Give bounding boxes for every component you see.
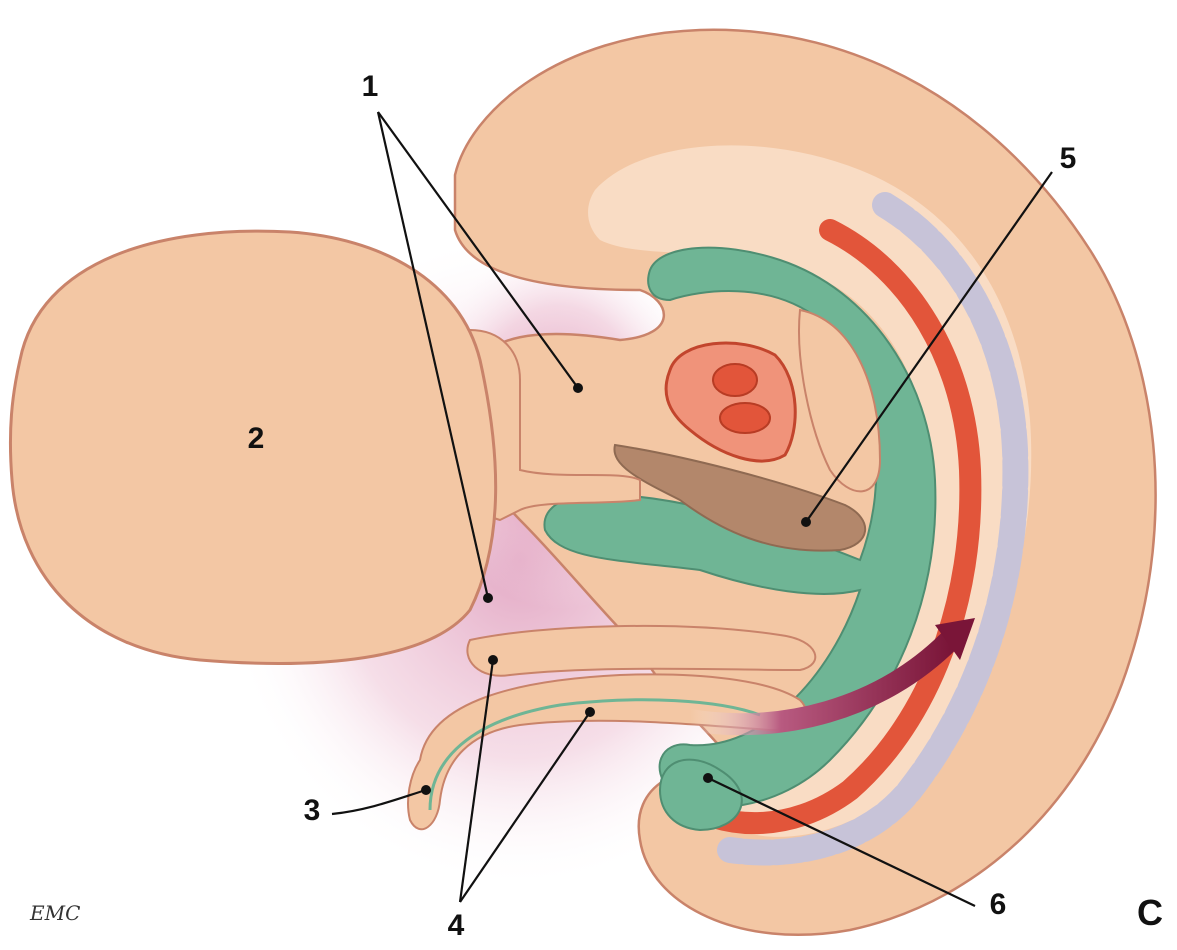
- label-4: 4: [448, 909, 465, 942]
- lower-tube-2: [467, 626, 815, 676]
- label-6: 6: [990, 888, 1007, 921]
- panel-label: C: [1137, 892, 1163, 933]
- credit-mark: EMC: [29, 901, 80, 925]
- label-3: 3: [304, 794, 321, 827]
- label-5: 5: [1060, 142, 1077, 175]
- label-1: 1: [362, 70, 379, 103]
- label-2: 2: [248, 422, 265, 455]
